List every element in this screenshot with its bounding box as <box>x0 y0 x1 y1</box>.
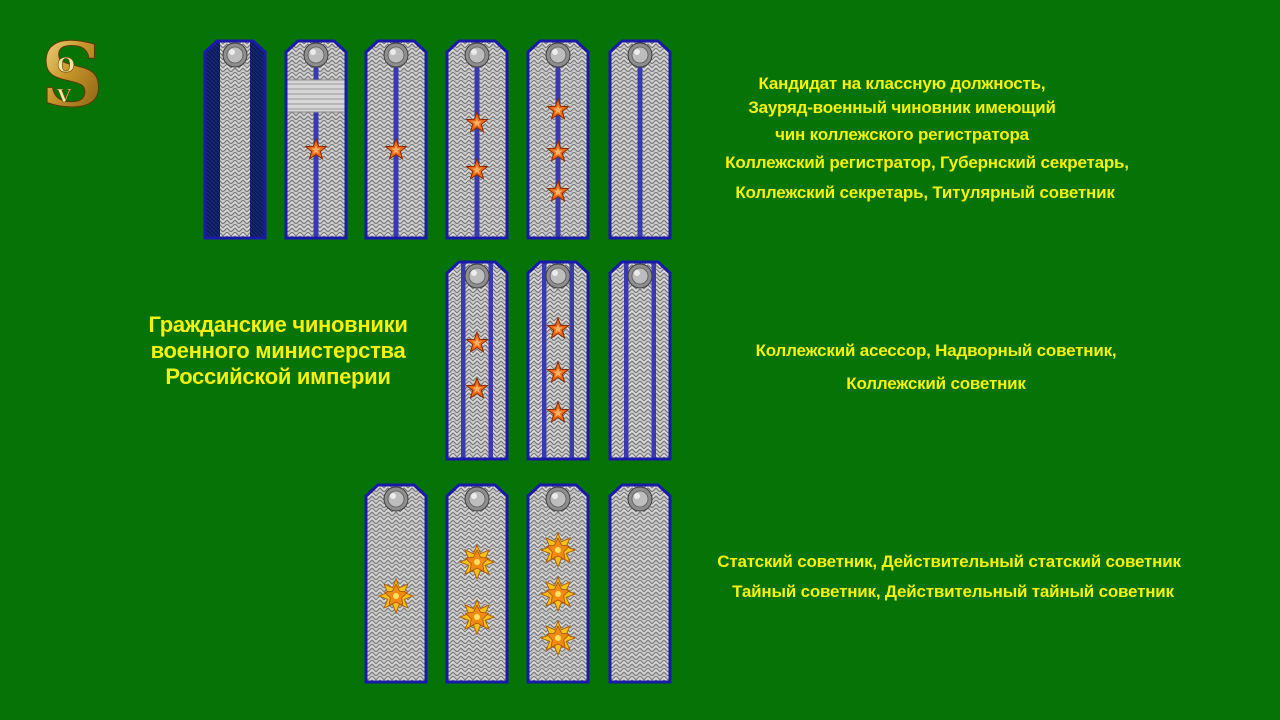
shoulder-strap <box>445 260 509 461</box>
embroidered-star-icon <box>539 575 577 613</box>
star-icon <box>546 400 570 424</box>
title-line: военного министерства <box>150 338 406 363</box>
button-icon <box>222 42 248 68</box>
embroidered-star-icon <box>458 598 496 636</box>
button-icon <box>303 42 329 68</box>
button-icon <box>545 263 571 289</box>
star-icon <box>465 157 489 181</box>
rank-caption: Коллежский регистратор, Губернский секре… <box>725 153 1129 172</box>
star-icon <box>546 97 570 121</box>
button-icon <box>464 263 490 289</box>
shoulder-strap <box>445 483 509 684</box>
title-line: Гражданские чиновники <box>148 312 408 337</box>
rank-caption: Коллежский советник <box>846 374 1026 393</box>
button-icon <box>545 42 571 68</box>
button-icon <box>464 42 490 68</box>
shoulder-strap <box>608 260 672 461</box>
star-icon <box>465 110 489 134</box>
button-icon <box>383 42 409 68</box>
shoulder-strap <box>203 39 267 240</box>
button-icon <box>627 263 653 289</box>
embroidered-star-icon <box>458 543 496 581</box>
star-icon <box>465 330 489 354</box>
shoulder-strap <box>445 39 509 240</box>
shoulder-strap <box>608 483 672 684</box>
sv-monogram-logo: S O V <box>40 32 105 116</box>
star-icon <box>546 179 570 203</box>
button-icon <box>464 486 490 512</box>
button-icon <box>545 486 571 512</box>
rank-caption: Коллежский асессор, Надворный советник, <box>755 341 1117 360</box>
svg-text:S: S <box>40 32 104 116</box>
shoulder-strap <box>526 260 590 461</box>
svg-text:V: V <box>56 86 72 107</box>
shoulder-strap <box>526 39 590 240</box>
star-icon <box>465 376 489 400</box>
embroidered-star-icon <box>539 531 577 569</box>
star-icon <box>304 137 328 161</box>
page-title: Гражданские чиновники военного министерс… <box>148 312 407 390</box>
embroidered-star-icon <box>539 619 577 657</box>
rank-caption: Кандидат на классную должность, <box>758 74 1046 93</box>
button-icon <box>627 486 653 512</box>
star-icon <box>546 360 570 384</box>
shoulder-strap <box>364 39 428 240</box>
star-icon <box>384 137 408 161</box>
shoulder-strap <box>364 483 428 684</box>
svg-text:O: O <box>57 53 74 77</box>
button-icon <box>383 486 409 512</box>
shoulder-strap <box>608 39 672 240</box>
star-icon <box>546 139 570 163</box>
shoulder-strap <box>526 483 590 684</box>
button-icon <box>627 42 653 68</box>
shoulder-strap <box>284 39 348 240</box>
title-line: Российской империи <box>165 364 391 389</box>
star-icon <box>546 316 570 340</box>
rank-caption: чин коллежского регистратора <box>775 125 1029 144</box>
rank-caption: Тайный советник, Действительный тайный с… <box>732 582 1174 601</box>
rank-caption: Зауряд-военный чиновник имеющий <box>748 98 1056 117</box>
rank-caption: Коллежский секретарь, Титулярный советни… <box>735 183 1115 202</box>
embroidered-star-icon <box>377 577 415 615</box>
rank-caption: Статский советник, Действительный статск… <box>717 552 1181 571</box>
